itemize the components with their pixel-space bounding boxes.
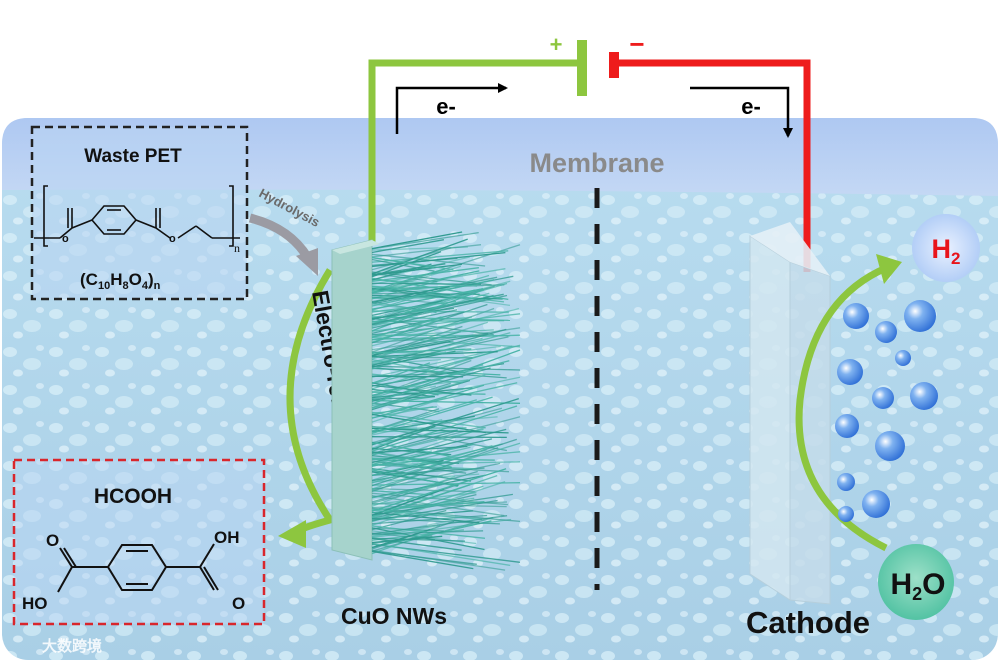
pet-subscript-n: n bbox=[234, 241, 240, 255]
terephthalic-acid-structure bbox=[57, 543, 219, 593]
product-o-bottom: O bbox=[232, 594, 245, 613]
anode-electrode bbox=[331, 231, 521, 571]
product-box: HCOOH O HO OH O bbox=[12, 458, 266, 626]
pet-o-right: o bbox=[169, 233, 176, 245]
product-o-top: O bbox=[46, 531, 59, 550]
cuo-nanowires bbox=[371, 231, 521, 571]
battery-minus: − bbox=[629, 29, 644, 59]
anode-label: CuO NWs bbox=[341, 603, 447, 629]
pet-o-left: o bbox=[62, 233, 69, 245]
electron-label-right: e- bbox=[741, 94, 761, 119]
watermark: 大数跨境 bbox=[42, 637, 102, 655]
h2-label: H2 bbox=[932, 234, 961, 268]
electro-reforming-arrow bbox=[278, 268, 336, 548]
electron-label-left: e- bbox=[436, 94, 456, 119]
anode-wire bbox=[368, 40, 587, 242]
waste-pet-box: Waste PET o o n (C10H8O4)n bbox=[30, 125, 249, 301]
pet-formula: (C10H8O4)n bbox=[80, 270, 161, 292]
waste-pet-title: Waste PET bbox=[84, 146, 182, 167]
cathode-wire bbox=[609, 52, 811, 272]
hydrolysis-arrow bbox=[248, 213, 318, 276]
pet-structure bbox=[34, 185, 240, 247]
h2-product: H2 bbox=[912, 214, 980, 282]
electron-arrow-right bbox=[690, 86, 793, 138]
product-title: HCOOH bbox=[94, 485, 172, 508]
h2o-reactant: H2O bbox=[878, 544, 954, 620]
cathode-label: Cathode bbox=[746, 605, 870, 640]
electron-arrow-left bbox=[395, 83, 508, 134]
membrane-label: Membrane bbox=[529, 148, 664, 178]
hydrogen-bubbles bbox=[835, 300, 938, 522]
h2o-label: H2O bbox=[890, 568, 945, 604]
battery-plus: + bbox=[550, 32, 563, 57]
product-oh-top: OH bbox=[214, 528, 240, 547]
cathode-reaction-arrow bbox=[795, 254, 902, 552]
cathode-electrode bbox=[749, 222, 831, 605]
product-ho-bottom: HO bbox=[22, 594, 48, 613]
